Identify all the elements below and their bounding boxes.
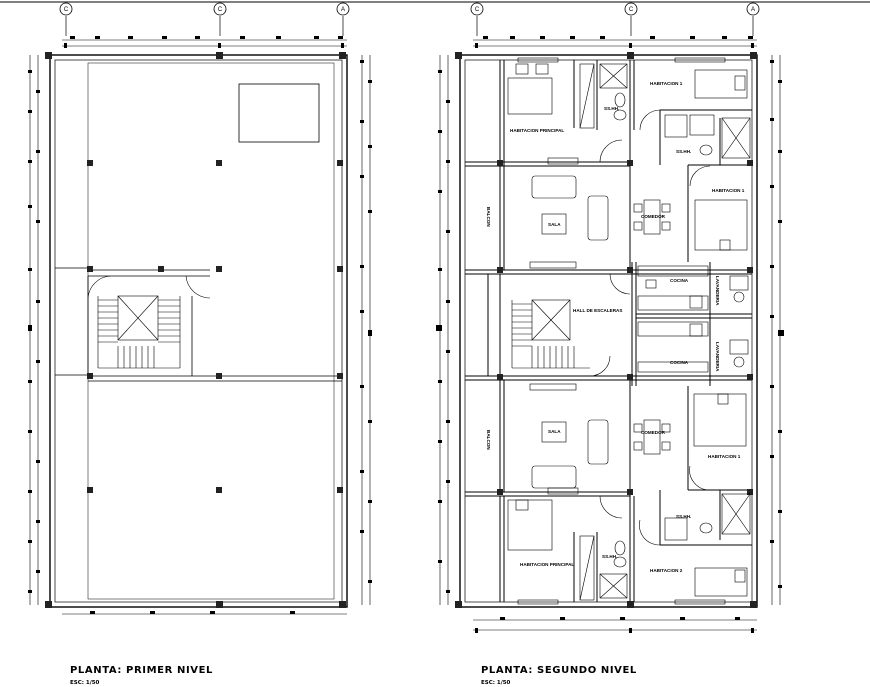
dimension-ticks-right — [436, 36, 784, 633]
label-balcon-bottom: BALCON — [486, 430, 491, 450]
staircase-right-plan — [511, 273, 631, 377]
plan-primer-nivel — [28, 36, 372, 615]
columns-right-plan — [455, 52, 757, 608]
label-cocina-top: COCINA — [670, 278, 689, 283]
grid-bubble-left-3: A — [336, 2, 350, 16]
label-sshh-top: SS.HH. — [604, 106, 619, 111]
sala-furniture-right-plan — [531, 175, 609, 489]
inner-wall-left-plan — [54, 59, 343, 603]
outer-wall-right-plan — [459, 54, 758, 608]
shaft-opening — [238, 83, 320, 143]
label-habitacion-1-mid: HABITACION 1 — [712, 188, 745, 193]
grid-bubble-label: A — [751, 7, 755, 13]
label-habitacion-1-bottom: HABITACION 1 — [708, 454, 741, 459]
label-cocina-bottom: COCINA — [670, 360, 689, 365]
plan-segundo-nivel: HABITACION 1 HABITACION PRINCIPAL SS.HH.… — [436, 36, 784, 633]
grid-bubbles-left — [65, 16, 344, 36]
partitions-left-plan — [55, 267, 342, 382]
plan-titles: PLANTA: PRIMER NIVEL ESC: 1/50 PLANTA: S… — [70, 665, 637, 686]
label-hall-de-escaleras: HALL DE ESCALERAS — [573, 308, 622, 313]
dining-tables-right-plan — [633, 199, 671, 455]
grid-bubble-label: A — [341, 7, 345, 13]
label-habitacion-1-top: HABITACION 1 — [650, 81, 683, 86]
beds-right-plan — [507, 63, 748, 597]
label-sshh-top-right: SS.HH. — [676, 149, 691, 154]
title-primer-nivel: PLANTA: PRIMER NIVEL — [70, 665, 213, 676]
grid-bubble-left-1: C — [59, 2, 73, 16]
label-comedor-top: COMEDOR — [641, 214, 666, 219]
grid-bubbles-right — [476, 16, 754, 36]
grid-bubble-label: C — [64, 7, 69, 13]
title-segundo-nivel: PLANTA: SEGUNDO NIVEL — [481, 665, 637, 676]
kitchen-fixtures-right-plan — [637, 265, 749, 373]
columns-left-plan — [45, 52, 346, 608]
grid-bubble-label: C — [475, 7, 480, 13]
inner-line-left-plan — [87, 62, 335, 600]
label-comedor-bottom: COMEDOR — [641, 430, 666, 435]
label-balcon-top: BALCON — [486, 207, 491, 227]
grid-bubble-label: C — [629, 7, 634, 13]
walls-right-plan — [465, 60, 752, 602]
label-sshh-bottom: SS.HH. — [602, 554, 617, 559]
label-habitacion-principal-bottom: HABITACION PRINCIPAL — [520, 562, 574, 567]
grid-bubble-right-3: A — [746, 2, 760, 16]
grid-bubble-right-1: C — [470, 2, 484, 16]
label-habitacion-principal-top: HABITACION PRINCIPAL — [510, 128, 564, 133]
label-sala-top: SALA — [548, 222, 561, 227]
label-sshh-bottom-right: SS.HH. — [676, 514, 691, 519]
bathroom-fixtures-right-plan — [579, 63, 751, 601]
label-lavanderia-top: LAVANDERIA — [715, 276, 720, 306]
label-habitacion-2: HABITACION 2 — [650, 568, 683, 573]
scale-primer-nivel: ESC: 1/50 — [70, 680, 100, 686]
room-labels: HABITACION 1 HABITACION PRINCIPAL SS.HH.… — [486, 81, 745, 573]
inner-wall-right-plan — [464, 59, 753, 603]
scale-segundo-nivel: ESC: 1/50 — [481, 680, 511, 686]
label-lavanderia-bottom: LAVANDERIA — [715, 342, 720, 372]
outer-wall-left-plan — [49, 54, 348, 608]
grid-bubble-left-2: C — [213, 2, 227, 16]
windows-right-plan — [517, 57, 726, 605]
staircase-left-plan — [87, 275, 211, 369]
grid-bubble-label: C — [218, 7, 223, 13]
label-sala-bottom: SALA — [548, 429, 561, 434]
dimension-ticks-left — [28, 36, 372, 614]
grid-bubble-right-2: C — [624, 2, 638, 16]
doors-right-plan — [599, 109, 711, 546]
